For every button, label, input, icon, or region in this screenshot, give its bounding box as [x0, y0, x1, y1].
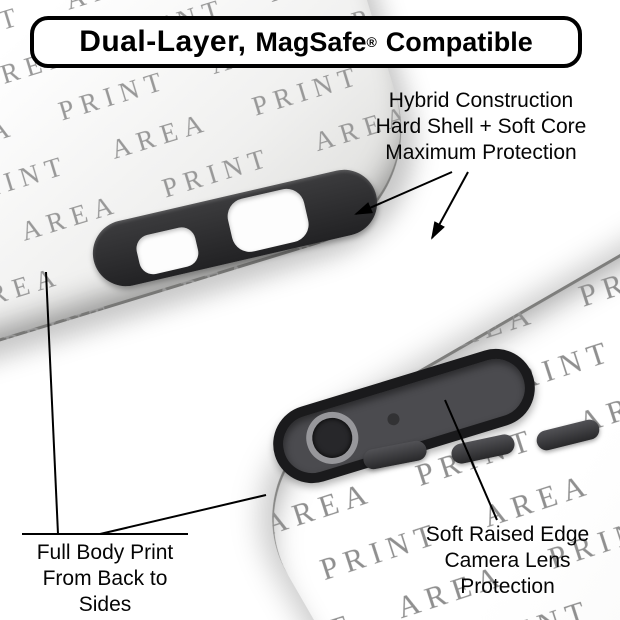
callout-arrow-hybrid-2	[431, 171, 469, 240]
note-line: Hard Shell + Soft Core	[375, 115, 587, 138]
callout-line-fullbody-right	[99, 494, 267, 535]
camera-lens-dot	[385, 411, 401, 427]
note-hybrid-construction: Hybrid Construction Hard Shell + Soft Co…	[350, 88, 612, 166]
note-line: Protection	[460, 575, 555, 598]
banner-title-part2: MagSafe	[255, 26, 367, 57]
title-banner: Dual-Layer, MagSafe ® Compatible	[30, 16, 582, 68]
note-line: From Back to	[42, 567, 168, 590]
camera-lens-hole-small	[133, 224, 202, 278]
note-line: Full Body Print	[36, 541, 174, 564]
note-line: Soft Raised Edge	[425, 523, 590, 546]
registered-trademark-symbol: ®	[366, 34, 377, 50]
note-line: Sides	[78, 593, 132, 616]
banner-title-part3: Compatible	[385, 26, 533, 57]
camera-lens-ring	[299, 405, 365, 471]
banner-title-part1: Dual-Layer,	[79, 25, 247, 58]
note-full-body-print: Full Body Print From Back to Sides	[15, 540, 195, 618]
camera-lens-hole-large	[224, 185, 313, 256]
note-line: Camera Lens	[444, 549, 571, 572]
note-soft-raised-edge: Soft Raised Edge Camera Lens Protection	[400, 522, 615, 600]
note-line: Hybrid Construction	[388, 89, 574, 112]
note-line: Maximum Protection	[385, 141, 577, 164]
